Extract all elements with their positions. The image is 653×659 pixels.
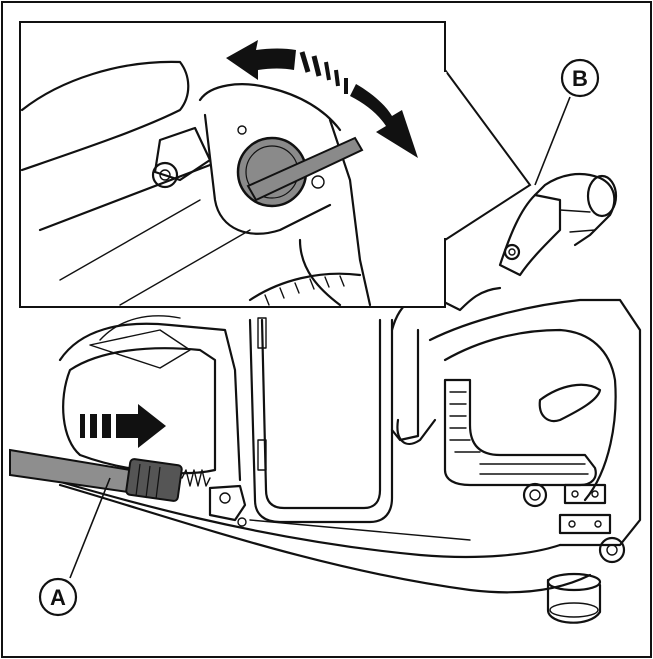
water-hose bbox=[9, 448, 211, 502]
cutter-housing bbox=[428, 298, 642, 547]
inset-frame bbox=[19, 21, 446, 308]
hose-coupling bbox=[125, 458, 183, 502]
valve-housing-top bbox=[198, 83, 342, 132]
callout-b-circle bbox=[560, 58, 600, 98]
center-frame bbox=[248, 318, 394, 524]
machine-body bbox=[18, 286, 642, 624]
foot bbox=[546, 578, 602, 624]
inset-ribbed-hose bbox=[248, 272, 362, 302]
rotate-arrow bbox=[226, 40, 418, 158]
callout-a-circle bbox=[38, 577, 78, 617]
inset-left-fitting bbox=[151, 126, 212, 189]
label-plate bbox=[563, 483, 607, 505]
bolt-knob bbox=[522, 482, 548, 508]
callout-a-label: A bbox=[50, 585, 66, 610]
housing-rib bbox=[538, 383, 602, 423]
vent-grille bbox=[443, 378, 597, 487]
valve-b-assembly bbox=[498, 172, 618, 277]
inset-tube bbox=[20, 60, 190, 172]
leader-a bbox=[69, 477, 111, 579]
leader-b bbox=[534, 96, 571, 186]
callout-b: B bbox=[560, 58, 600, 98]
callout-a: A bbox=[38, 577, 78, 617]
push-arrow bbox=[80, 404, 166, 448]
detail-inset bbox=[19, 21, 532, 308]
callout-b-label: B bbox=[572, 66, 588, 91]
valve-knob bbox=[236, 125, 364, 208]
base-outline bbox=[18, 468, 562, 559]
fitting-bracket bbox=[208, 484, 247, 522]
